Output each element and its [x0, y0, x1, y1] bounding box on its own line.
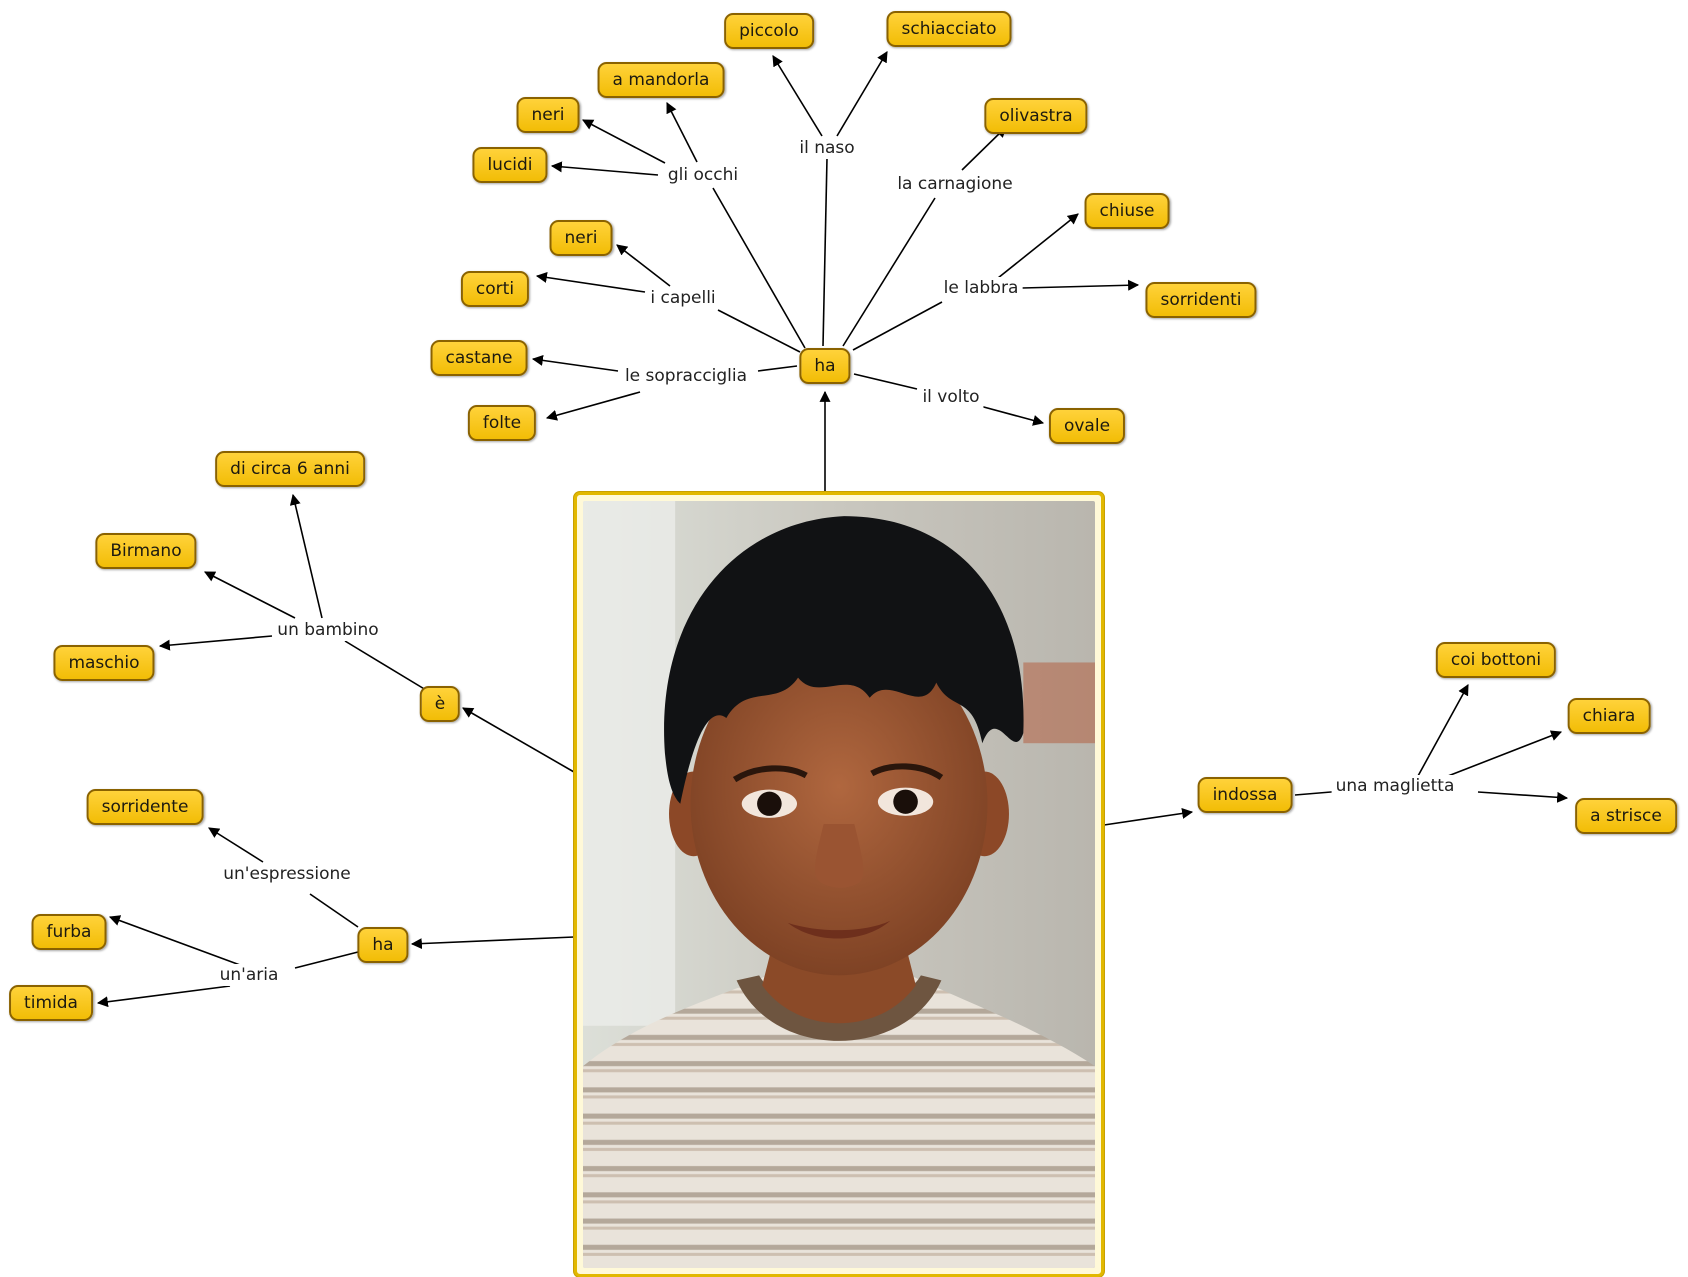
- link-ha-il-naso: [822, 157, 828, 347]
- link-e-un-bambino: [344, 640, 427, 691]
- link-photo-e: [462, 707, 575, 773]
- node-di-circa-6-anni[interactable]: di circa 6 anni: [215, 451, 365, 487]
- node-maschio[interactable]: maschio: [53, 645, 155, 681]
- link-una-maglietta-coi-bottoni: [1417, 684, 1469, 777]
- link-una-maglietta-chiara: [1447, 730, 1563, 777]
- phrase-un-bambino: un bambino: [273, 619, 383, 641]
- portrait-image: [583, 501, 1095, 1268]
- node-e[interactable]: è: [419, 686, 461, 722]
- link-gli-occhi-a-mandorla: [666, 102, 698, 163]
- node-sorridente[interactable]: sorridente: [86, 789, 204, 825]
- node-birmano[interactable]: Birmano: [95, 533, 197, 569]
- link-i-capelli-neri: [616, 244, 671, 287]
- link-ha-un-espressione: [309, 893, 359, 928]
- node-a-mandorla[interactable]: a mandorla: [597, 62, 725, 98]
- node-indossa[interactable]: indossa: [1197, 777, 1293, 813]
- link-una-maglietta-a-strisce: [1477, 791, 1569, 803]
- node-olivastra[interactable]: olivastra: [984, 98, 1088, 134]
- link-ha-le-sopracciglia: [757, 365, 798, 372]
- link-photo-ha-left: [410, 936, 575, 950]
- phrase-il-volto: il volto: [918, 386, 984, 408]
- link-le-labbra-chiuse: [997, 213, 1079, 279]
- node-folte[interactable]: folte: [467, 405, 537, 441]
- boy-portrait-photo: [574, 492, 1104, 1277]
- phrase-un-espressione: un'espressione: [219, 863, 355, 885]
- link-la-carnagione-olivastra: [961, 126, 1007, 171]
- link-ha-la-carnagione: [842, 197, 936, 347]
- link-ha-gli-occhi: [712, 187, 806, 349]
- node-neri-occhi[interactable]: neri: [516, 97, 580, 133]
- link-il-naso-schiacciato: [836, 51, 888, 137]
- link-le-labbra-sorridenti: [1021, 279, 1140, 291]
- node-ha-left[interactable]: ha: [357, 927, 409, 963]
- node-timida[interactable]: timida: [9, 985, 93, 1021]
- phrase-una-maglietta: una maglietta: [1331, 775, 1459, 797]
- link-gli-occhi-lucidi: [550, 161, 659, 176]
- node-ovale[interactable]: ovale: [1048, 408, 1126, 444]
- node-neri-capelli[interactable]: neri: [549, 220, 613, 256]
- node-schiacciato[interactable]: schiacciato: [886, 11, 1012, 47]
- node-coi-bottoni[interactable]: coi bottoni: [1435, 642, 1557, 678]
- link-ha-il-volto: [853, 373, 918, 390]
- link-un-aria-furba: [108, 915, 241, 966]
- node-piccolo[interactable]: piccolo: [724, 13, 814, 49]
- phrase-le-sopracciglia: le sopracciglia: [620, 365, 752, 387]
- link-i-capelli-corti: [535, 272, 646, 293]
- phrase-i-capelli: i capelli: [646, 287, 720, 309]
- link-le-sopracciglia-castane: [531, 354, 619, 372]
- node-ha-top[interactable]: ha: [799, 348, 851, 384]
- link-un-bambino-di-circa: [289, 493, 323, 619]
- link-il-volto-ovale: [979, 405, 1045, 426]
- node-a-strisce[interactable]: a strisce: [1575, 798, 1677, 834]
- node-castane[interactable]: castane: [430, 340, 528, 376]
- phrase-il-naso: il naso: [795, 137, 859, 159]
- node-sorridenti[interactable]: sorridenti: [1145, 282, 1257, 318]
- phrase-un-aria: un'aria: [215, 964, 283, 986]
- phrase-le-labbra: le labbra: [939, 277, 1023, 299]
- node-chiuse[interactable]: chiuse: [1084, 193, 1170, 229]
- link-ha-le-labbra: [852, 301, 943, 351]
- link-ha-i-capelli: [717, 309, 801, 353]
- link-photo-indossa: [1103, 808, 1194, 826]
- node-furba[interactable]: furba: [31, 914, 107, 950]
- link-le-sopracciglia-folte: [545, 391, 641, 421]
- phrase-gli-occhi: gli occhi: [663, 164, 743, 186]
- link-gli-occhi-neri: [582, 119, 666, 164]
- link-il-naso-piccolo: [772, 55, 823, 137]
- link-un-bambino-maschio: [158, 635, 273, 651]
- link-un-bambino-birmano: [204, 571, 296, 619]
- link-ha-un-aria: [294, 951, 359, 969]
- node-corti[interactable]: corti: [460, 271, 530, 307]
- node-lucidi[interactable]: lucidi: [472, 147, 548, 183]
- link-un-aria-timida: [96, 985, 231, 1008]
- node-chiara[interactable]: chiara: [1567, 698, 1651, 734]
- phrase-la-carnagione: la carnagione: [893, 173, 1017, 195]
- link-un-espressione-sorridente: [208, 827, 264, 863]
